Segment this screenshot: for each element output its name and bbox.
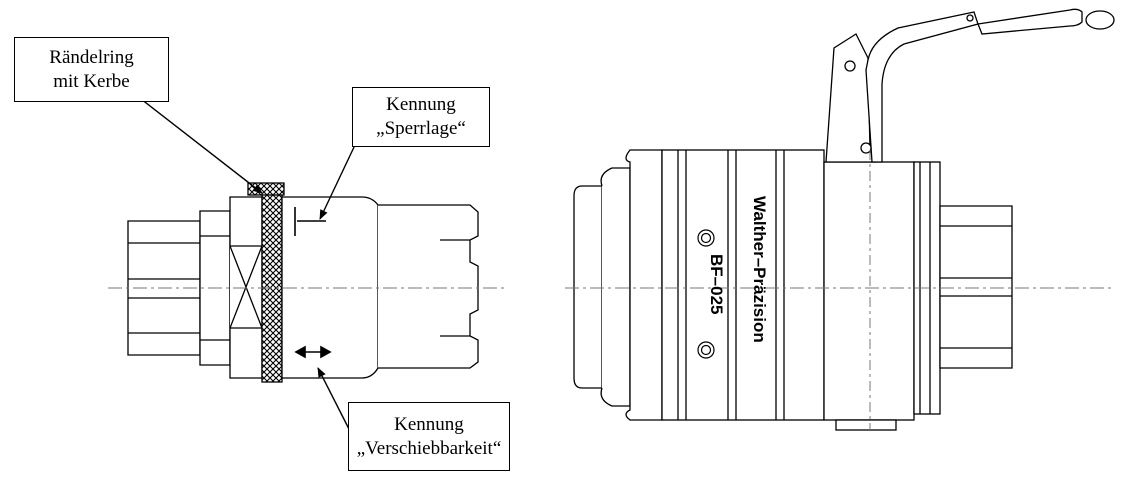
lock-position-mark [294,207,326,236]
callout-lock-position-line1: Kennung [386,94,456,115]
callout-knurl-ring-line2: mit Kerbe [53,70,130,92]
callout-lock-position: Kennung „Sperrlage“ [352,87,490,147]
callout-knurl-ring-line1: Rändelring [49,46,134,68]
model-marking: BF–025 [707,254,726,314]
callout-knurl-ring: Rändelring mit Kerbe [14,37,169,102]
callout-slidability: Kennung „Verschiebbarkeit“ [348,402,510,471]
lock-position-leader [319,144,356,220]
screw-bottom [697,341,715,359]
callout-slidability-line1: Kennung [394,413,464,435]
callout-slidability-line2: „Verschiebbarkeit“ [356,437,502,459]
slidability-mark [294,345,332,359]
brand-marking: Walther–Präzision [750,196,769,343]
callout-lock-position-line2: „Sperrlage“ [376,118,466,139]
screw-top [697,229,715,247]
coupling-body [573,149,1013,431]
coupling-lever [825,8,1115,163]
slidability-leader [317,367,353,436]
